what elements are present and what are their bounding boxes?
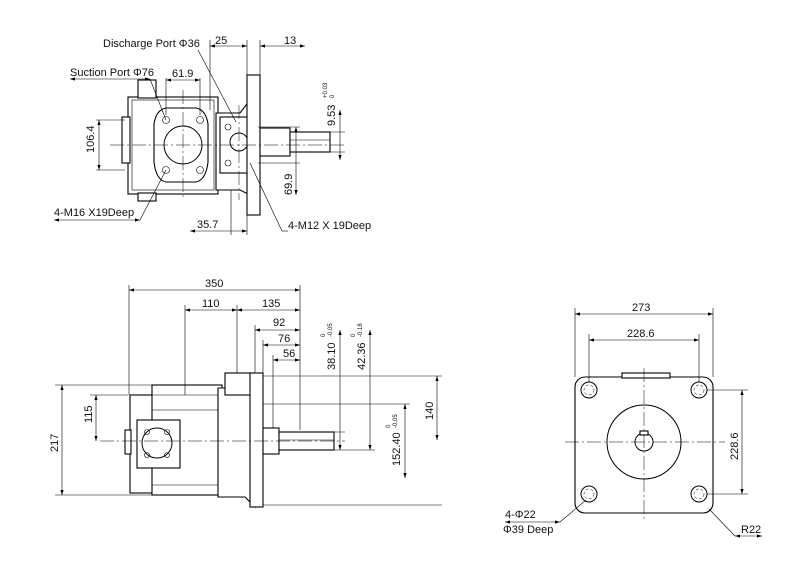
mount-hole-bl xyxy=(580,485,598,503)
dimension-arrowhead xyxy=(94,436,98,441)
dimension-arrowhead xyxy=(60,490,64,495)
dimension-arrowhead xyxy=(757,534,762,538)
dimension-arrowhead xyxy=(210,44,215,48)
dimension-arrowhead xyxy=(740,390,744,395)
dimension-arrowhead xyxy=(295,328,300,332)
dimension-arrowhead xyxy=(295,288,300,292)
dim-61-9: 61.9 xyxy=(172,68,193,80)
hole-callout: 4-Φ22 xyxy=(505,509,536,521)
dim-42-36: 42.36 xyxy=(356,342,368,370)
dimension-arrowhead xyxy=(295,358,300,362)
front-view-flange xyxy=(249,372,264,508)
dim-38-10: 38.10 xyxy=(326,342,338,370)
dim-273: 273 xyxy=(632,302,650,314)
top-view-shaft xyxy=(259,127,291,157)
svg-text:0: 0 xyxy=(321,333,327,337)
dimension-arrowhead xyxy=(294,190,298,195)
dimension-arrowhead xyxy=(338,445,342,450)
radius-callout: R22 xyxy=(741,524,761,536)
dim-350: 350 xyxy=(205,278,223,290)
dimension-arrowhead xyxy=(166,78,171,82)
dimension-arrowhead xyxy=(145,77,150,81)
dimension-arrowhead xyxy=(232,308,237,312)
dimension-arrowhead xyxy=(555,520,560,524)
dim-56: 56 xyxy=(283,348,295,360)
dimension-arrowhead xyxy=(94,395,98,400)
dimension-arrowhead xyxy=(589,338,594,342)
dimension-arrowhead xyxy=(338,155,342,160)
dimension-arrowhead xyxy=(255,328,260,332)
dim-106-4: 106.4 xyxy=(85,125,97,153)
dimension-arrowhead xyxy=(300,44,305,48)
discharge-port-label: Discharge Port Φ36 xyxy=(103,38,200,50)
dimension-arrowhead xyxy=(708,312,713,316)
dim-69-9: 69.9 xyxy=(283,174,295,195)
dim-115: 115 xyxy=(83,405,95,423)
dim-9-53: 9.53 xyxy=(326,105,338,126)
dimension-arrowhead xyxy=(368,330,372,335)
dimension-arrowhead xyxy=(190,229,195,233)
dimension-arrowhead xyxy=(54,218,59,222)
dimension-arrowhead xyxy=(97,165,101,170)
dimension-arrowhead xyxy=(735,534,740,538)
dimension-arrowhead xyxy=(237,308,242,312)
dimension-arrowhead xyxy=(403,473,407,478)
dim-110: 110 xyxy=(202,298,220,310)
dimension-arrowhead xyxy=(195,78,200,82)
dimension-arrowhead xyxy=(135,218,140,222)
dimension-arrowhead xyxy=(435,435,439,440)
dim-92: 92 xyxy=(273,317,285,329)
dim-35-7: 35.7 xyxy=(197,219,218,231)
dimension-arrowhead xyxy=(403,404,407,409)
dim-217: 217 xyxy=(49,434,61,452)
dimension-arrowhead xyxy=(70,77,75,81)
side-view: 273 228.6 228.6 4-Φ22 Φ39 Deep R22 xyxy=(503,302,762,538)
dimension-arrowhead xyxy=(242,229,247,233)
dimension-arrowhead xyxy=(185,308,190,312)
dim-13: 13 xyxy=(284,35,296,47)
dimension-arrowhead xyxy=(435,376,439,381)
dim-228-6-horizontal: 228.6 xyxy=(627,328,655,340)
dim-135: 135 xyxy=(262,298,280,310)
dimension-arrowhead xyxy=(273,358,278,362)
dimension-arrowhead xyxy=(260,44,265,48)
dimension-arrowhead xyxy=(505,520,510,524)
svg-text:0: 0 xyxy=(386,424,392,428)
svg-text:0: 0 xyxy=(330,94,336,98)
dimension-arrowhead xyxy=(129,288,134,292)
top-view: Discharge Port Φ36 Suction Port Φ76 25 1… xyxy=(54,35,371,235)
dimension-arrowhead xyxy=(740,489,744,494)
suction-port-label: Suction Port Φ76 xyxy=(70,67,154,79)
svg-text:+0.03: +0.03 xyxy=(323,82,329,98)
dimension-arrowhead xyxy=(295,343,300,347)
dimension-arrowhead xyxy=(368,445,372,450)
front-view: 350 110 135 92 76 56 38.10 0 -0.05 42.36… xyxy=(49,278,442,509)
svg-text:-0.05: -0.05 xyxy=(393,414,399,428)
thread-m12-callout: 4-M12 X 19Deep xyxy=(288,220,371,232)
dimension-arrowhead xyxy=(242,44,247,48)
dimension-arrowhead xyxy=(60,385,64,390)
dimension-arrowhead xyxy=(338,110,342,115)
svg-text:-0.05: -0.05 xyxy=(328,323,334,337)
dim-25: 25 xyxy=(215,35,227,47)
dimension-arrowhead xyxy=(694,338,699,342)
svg-text:0: 0 xyxy=(351,333,357,337)
hole-depth-callout: Φ39 Deep xyxy=(503,524,553,536)
dimension-arrowhead xyxy=(575,312,580,316)
thread-m16-callout: 4-M16 X19Deep xyxy=(54,207,134,219)
dim-140: 140 xyxy=(424,402,436,420)
svg-text:-0.18: -0.18 xyxy=(358,323,364,337)
dimension-arrowhead xyxy=(97,120,101,125)
dimension-arrowhead xyxy=(263,343,268,347)
dimension-arrowhead xyxy=(295,308,300,312)
dim-76: 76 xyxy=(278,333,290,345)
dimension-arrowhead xyxy=(294,127,298,132)
dim-152-40: 152.40 xyxy=(391,432,403,466)
dim-228-6-vertical: 228.6 xyxy=(729,432,741,460)
dimension-arrowhead xyxy=(338,330,342,335)
